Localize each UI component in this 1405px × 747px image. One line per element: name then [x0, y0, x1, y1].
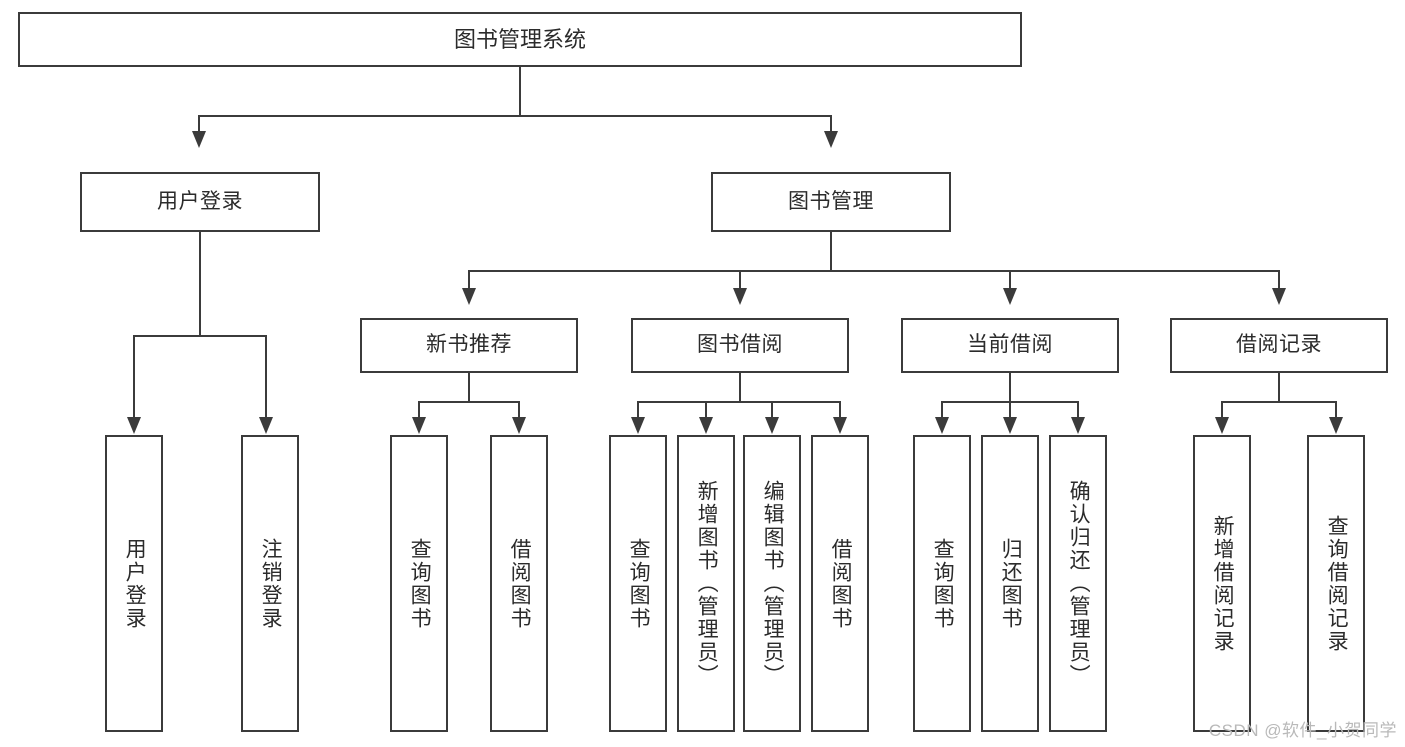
arrow-to-user-login: [192, 131, 206, 148]
node-user-login[interactable]: 用户登录: [80, 172, 320, 232]
arrow-to-leaf-nbr-query: [412, 417, 426, 434]
connector-br-drop-2: [1335, 401, 1337, 418]
connector-user-login-drop-2: [265, 335, 267, 418]
connector-cb-stem: [1009, 373, 1011, 403]
node-label: 查询借阅记录: [1325, 514, 1349, 653]
leaf-user-login[interactable]: 用户登录: [105, 435, 163, 732]
node-label: 查询图书: [627, 537, 651, 630]
node-label: 图书管理系统: [453, 26, 586, 52]
connector-bb-drop-4: [839, 401, 841, 418]
leaf-bb-query-book[interactable]: 查询图书: [609, 435, 667, 732]
connector-cb-drop-1: [941, 401, 943, 418]
csdn-watermark: CSDN @软件_小贺同学: [1208, 721, 1397, 740]
connector-book-management-bus: [468, 270, 1280, 272]
leaf-br-add-record[interactable]: 新增借阅记录: [1193, 435, 1251, 732]
node-label: 归还图书: [999, 537, 1023, 630]
leaf-bb-borrow-book[interactable]: 借阅图书: [811, 435, 869, 732]
arrow-to-book-management: [824, 131, 838, 148]
arrow-to-leaf-bb-add: [699, 417, 713, 434]
arrow-to-leaf-br-query: [1329, 417, 1343, 434]
connector-bb-bus: [637, 401, 841, 403]
arrow-to-leaf-nbr-borrow: [512, 417, 526, 434]
arrow-to-leaf-br-add: [1215, 417, 1229, 434]
connector-root-drop-right: [830, 115, 832, 133]
arrow-to-leaf-bb-borrow: [833, 417, 847, 434]
node-book-management[interactable]: 图书管理: [711, 172, 951, 232]
connector-nbr-stem: [468, 373, 470, 403]
leaf-nbr-query-book[interactable]: 查询图书: [390, 435, 448, 732]
connector-br-bus: [1221, 401, 1337, 403]
connector-book-management-stem: [830, 232, 832, 272]
node-root-book-management-system[interactable]: 图书管理系统: [18, 12, 1022, 67]
node-label: 新书推荐: [426, 333, 512, 357]
connector-nbr-bus: [418, 401, 520, 403]
arrow-to-leaf-user-login: [127, 417, 141, 434]
connector-root-bus: [198, 115, 832, 117]
leaf-cb-confirm-return-admin[interactable]: 确认归还（管理员）: [1049, 435, 1107, 732]
node-label: 注销登录: [259, 537, 283, 630]
node-label: 图书借阅: [697, 333, 783, 357]
connector-user-login-drop-1: [133, 335, 135, 418]
node-label: 查询图书: [931, 537, 955, 630]
node-label: 查询图书: [408, 537, 432, 630]
node-label: 当前借阅: [967, 333, 1053, 357]
leaf-br-query-record[interactable]: 查询借阅记录: [1307, 435, 1365, 732]
connector-user-login-stem: [199, 232, 201, 337]
node-label: 编辑图书（管理员）: [761, 480, 785, 687]
node-label: 图书管理: [788, 189, 874, 213]
leaf-nbr-borrow-book[interactable]: 借阅图书: [490, 435, 548, 732]
connector-nbr-drop-1: [418, 401, 420, 418]
arrow-to-leaf-bb-query: [631, 417, 645, 434]
connector-bm-drop-3: [1009, 270, 1011, 290]
node-label: 借阅图书: [829, 537, 853, 630]
arrow-to-leaf-cb-confirm: [1071, 417, 1085, 434]
leaf-bb-add-book-admin[interactable]: 新增图书（管理员）: [677, 435, 735, 732]
connector-bb-drop-1: [637, 401, 639, 418]
arrow-to-leaf-bb-edit: [765, 417, 779, 434]
connector-cb-drop-2: [1009, 401, 1011, 418]
arrow-to-book-borrow: [733, 288, 747, 305]
arrow-to-leaf-cb-return: [1003, 417, 1017, 434]
connector-cb-drop-3: [1077, 401, 1079, 418]
connector-user-login-bus: [133, 335, 267, 337]
arrow-to-leaf-logout: [259, 417, 273, 434]
connector-br-stem: [1278, 373, 1280, 403]
node-label: 新增借阅记录: [1211, 514, 1235, 653]
node-label: 借阅记录: [1236, 333, 1322, 357]
leaf-logout[interactable]: 注销登录: [241, 435, 299, 732]
node-book-borrow[interactable]: 图书借阅: [631, 318, 849, 373]
node-label: 用户登录: [157, 189, 243, 213]
node-borrow-record[interactable]: 借阅记录: [1170, 318, 1388, 373]
connector-bb-stem: [739, 373, 741, 403]
connector-bm-drop-2: [739, 270, 741, 290]
arrow-to-borrow-record: [1272, 288, 1286, 305]
connector-bb-drop-2: [705, 401, 707, 418]
connector-bm-drop-1: [468, 270, 470, 290]
connector-root-drop-left: [198, 115, 200, 133]
leaf-cb-query-book[interactable]: 查询图书: [913, 435, 971, 732]
arrow-to-new-book-recommend: [462, 288, 476, 305]
node-label: 借阅图书: [508, 537, 532, 630]
node-label: 用户登录: [123, 537, 147, 630]
connector-bb-drop-3: [771, 401, 773, 418]
node-new-book-recommend[interactable]: 新书推荐: [360, 318, 578, 373]
node-current-borrow[interactable]: 当前借阅: [901, 318, 1119, 373]
arrow-to-leaf-cb-query: [935, 417, 949, 434]
node-label: 新增图书（管理员）: [695, 480, 719, 687]
connector-nbr-drop-2: [518, 401, 520, 418]
node-label: 确认归还（管理员）: [1067, 480, 1091, 687]
arrow-to-current-borrow: [1003, 288, 1017, 305]
connector-root-stem: [519, 67, 521, 116]
leaf-bb-edit-book-admin[interactable]: 编辑图书（管理员）: [743, 435, 801, 732]
connector-bm-drop-4: [1278, 270, 1280, 290]
connector-br-drop-1: [1221, 401, 1223, 418]
leaf-cb-return-book[interactable]: 归还图书: [981, 435, 1039, 732]
